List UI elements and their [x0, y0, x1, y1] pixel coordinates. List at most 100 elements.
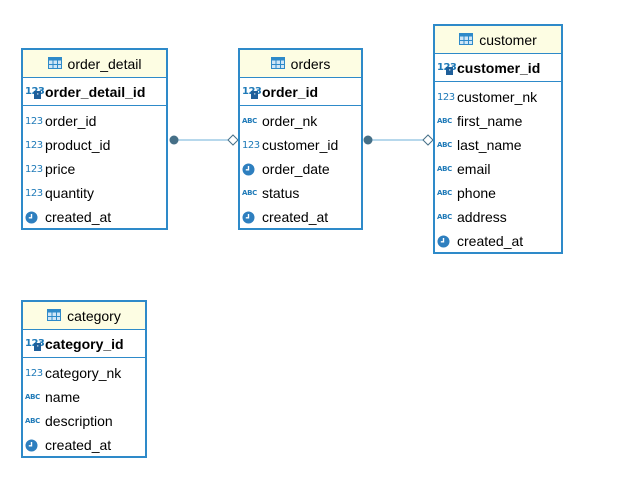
text-type-icon: ABC	[437, 213, 452, 221]
column-row[interactable]: created_at	[240, 205, 361, 229]
entity-header[interactable]: category	[23, 302, 145, 330]
column-row[interactable]: ABC last_name	[435, 133, 561, 157]
column-label: order_date	[262, 161, 330, 177]
relationship-order-detail-orders	[169, 134, 239, 146]
entity-title: category	[67, 307, 121, 324]
column-label: phone	[457, 185, 496, 201]
clock-icon	[25, 210, 45, 224]
entity-orders[interactable]: orders123·order_idABCorder_nk123customer…	[238, 48, 363, 230]
primary-key-label: order_id	[262, 83, 319, 100]
text-type-icon: ABC	[25, 417, 40, 425]
column-label: status	[262, 185, 300, 201]
column-label: created_at	[45, 209, 112, 225]
number-type-icon: 123	[25, 115, 43, 127]
column-row[interactable]: ABC order_nk	[240, 109, 361, 133]
number-type-icon: 123	[25, 139, 43, 151]
column-row[interactable]: ABC first_name	[435, 109, 561, 133]
entity-header[interactable]: orders	[240, 50, 361, 78]
table-icon	[459, 32, 474, 48]
column-row[interactable]: ABC address	[435, 205, 561, 229]
primary-key-label: order_detail_id	[45, 83, 146, 100]
entity-title: orders	[290, 55, 331, 72]
entity-category[interactable]: category123·category_id123category_nkABC…	[21, 300, 147, 458]
clock-icon	[25, 438, 45, 452]
column-label: quantity	[45, 185, 95, 201]
one-end-diamond	[422, 134, 434, 146]
key-number-icon: 123·	[25, 85, 45, 99]
text-type-icon: ABC	[242, 189, 257, 197]
clock-icon	[242, 210, 262, 224]
clock-icon	[242, 162, 262, 176]
column-label: customer_nk	[457, 89, 538, 105]
primary-key-row[interactable]: 123·order_id	[240, 78, 361, 106]
primary-key-label: customer_id	[457, 59, 541, 76]
column-label: order_nk	[262, 113, 318, 129]
column-row[interactable]: ABC status	[240, 181, 361, 205]
primary-key-label: category_id	[45, 335, 124, 352]
text-type-icon: ABC	[437, 189, 452, 197]
column-row[interactable]: order_date	[240, 157, 361, 181]
key-number-icon: 123·	[437, 61, 457, 75]
entity-order-detail[interactable]: order_detail123·order_detail_id123order_…	[21, 48, 168, 230]
column-label: created_at	[45, 437, 112, 453]
column-label: created_at	[262, 209, 329, 225]
column-label: order_id	[45, 113, 97, 129]
column-row[interactable]: created_at	[23, 205, 166, 229]
number-type-icon: 123	[25, 187, 43, 199]
primary-key-row[interactable]: 123·order_detail_id	[23, 78, 166, 106]
column-label: first_name	[457, 113, 523, 129]
column-label: category_nk	[45, 365, 122, 381]
column-row[interactable]: created_at	[435, 229, 561, 253]
text-type-icon: ABC	[242, 117, 257, 125]
relationship-orders-customer	[363, 134, 434, 146]
number-type-icon: 123	[437, 91, 455, 103]
column-row[interactable]: ABC phone	[435, 181, 561, 205]
primary-key-row[interactable]: 123·customer_id	[435, 54, 561, 82]
entity-title: order_detail	[67, 55, 142, 72]
table-icon	[47, 308, 62, 324]
key-number-icon: 123·	[242, 85, 262, 99]
entity-header[interactable]: customer	[435, 26, 561, 54]
clock-icon	[437, 234, 457, 248]
primary-key-row[interactable]: 123·category_id	[23, 330, 145, 358]
text-type-icon: ABC	[437, 117, 452, 125]
entity-customer[interactable]: customer123·customer_id123customer_nkABC…	[433, 24, 563, 254]
column-label: description	[45, 413, 113, 429]
number-type-icon: 123	[242, 139, 260, 151]
column-label: email	[457, 161, 491, 177]
column-label: address	[457, 209, 507, 225]
number-type-icon: 123	[25, 367, 43, 379]
entity-header[interactable]: order_detail	[23, 50, 166, 78]
text-type-icon: ABC	[437, 165, 452, 173]
entity-title: customer	[479, 31, 537, 48]
text-type-icon: ABC	[437, 141, 452, 149]
text-type-icon: ABC	[25, 393, 40, 401]
column-row[interactable]: ABC description	[23, 409, 145, 433]
column-label: last_name	[457, 137, 522, 153]
one-end-diamond	[227, 134, 239, 146]
column-label: customer_id	[262, 137, 339, 153]
number-type-icon: 123	[25, 163, 43, 175]
column-row[interactable]: created_at	[23, 433, 145, 457]
column-label: price	[45, 161, 76, 177]
key-number-icon: 123·	[25, 337, 45, 351]
table-icon	[270, 56, 285, 72]
column-label: created_at	[457, 233, 524, 249]
column-label: product_id	[45, 137, 111, 153]
column-row[interactable]: ABC email	[435, 157, 561, 181]
many-end-dot	[169, 135, 179, 145]
table-icon	[47, 56, 62, 72]
